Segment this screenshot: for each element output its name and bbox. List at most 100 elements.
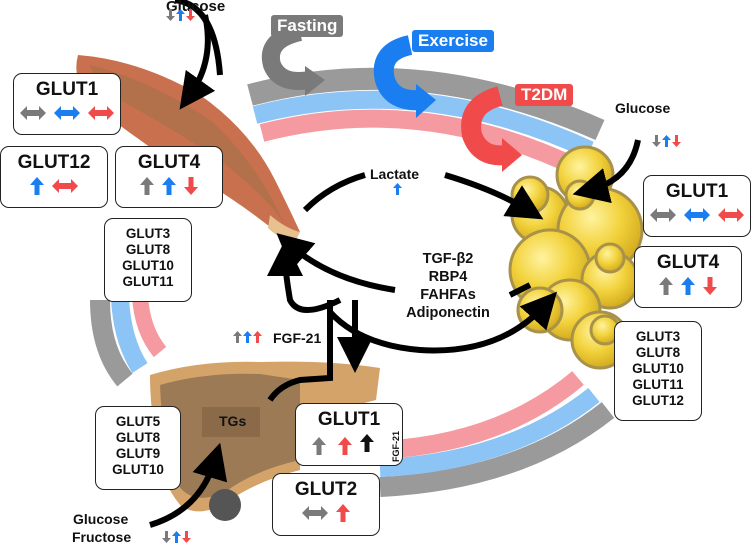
transporter-name: GLUT4 (137, 152, 201, 173)
arrow-down-icon (184, 177, 198, 195)
transporter-name: GLUT12 (17, 152, 91, 173)
arrow-up-icon (172, 531, 181, 543)
arrow-down-icon (162, 531, 171, 543)
liver-other-gluts-box: GLUT5 GLUT8 GLUT9 GLUT10 (95, 406, 181, 490)
exercise-arrow-icon (373, 35, 436, 118)
tg-label: TGs (219, 413, 247, 429)
lactate-change (393, 182, 402, 200)
change-indicators (296, 434, 402, 457)
arrow-up-icon (360, 434, 374, 452)
adipokine-item: FAHFAs (420, 287, 476, 303)
muscle-glut1-box: GLUT1 (13, 73, 121, 135)
transporter-item: GLUT10 (112, 462, 164, 477)
liver-input-changes (162, 531, 191, 543)
arrow-bidirectional-icon (684, 208, 710, 222)
arrow-up-icon (243, 331, 252, 343)
muscle-other-gluts-box: GLUT3 GLUT8 GLUT10 GLUT11 (104, 218, 192, 302)
arrow-up-icon (681, 277, 695, 295)
condition-t2dm-label: T2DM (515, 84, 574, 106)
arrow-up-icon (140, 177, 154, 195)
transporter-name: GLUT2 (294, 479, 358, 500)
muscle-glut4-box: GLUT4 (115, 146, 223, 208)
fgf21-side-label: FGF-21 (391, 430, 401, 462)
transporter-name: GLUT1 (35, 79, 99, 100)
liver-glucose-label: Glucose (73, 511, 129, 527)
adipose-glut4-box: GLUT4 (634, 246, 742, 308)
adipokine-item: Adiponectin (406, 305, 490, 321)
liver-glut1-box: GLUT1 FGF-21 (295, 403, 403, 466)
arrow-up-icon (338, 436, 352, 455)
adipokine-arrow-tail (508, 282, 532, 298)
muscle-glut12-box: GLUT12 (0, 146, 108, 208)
arrow-down-icon (652, 135, 661, 147)
arrow-up-icon (233, 331, 242, 343)
adipokine-arrow (276, 233, 396, 293)
change-indicators (14, 104, 120, 122)
transporter-item: GLUT10 (632, 361, 684, 376)
arrow-up-icon (30, 177, 44, 195)
condition-changes (312, 436, 352, 455)
arrow-bidirectional-icon (52, 179, 78, 193)
lactate-arrow-right (444, 172, 544, 220)
fasting-arrow-icon (261, 23, 325, 96)
arrow-up-icon (393, 183, 402, 195)
arrow-up-icon (253, 331, 262, 343)
change-indicators (273, 504, 379, 522)
arrow-bidirectional-icon (718, 208, 744, 222)
arrow-down-icon (166, 9, 175, 21)
transporter-item: GLUT5 (115, 414, 161, 429)
adipokine-item: TGF-β2 (422, 251, 474, 267)
condition-fasting-label: Fasting (271, 15, 344, 37)
arrow-bidirectional-icon (650, 208, 676, 222)
flow-arrows (149, 0, 641, 528)
tg-export-arrow (267, 300, 333, 402)
transporter-name: GLUT4 (656, 252, 720, 273)
adipokine-list: TGF-β2 RBP4 FAHFAs Adiponectin (398, 250, 498, 322)
transporter-name: GLUT1 (317, 409, 381, 430)
arrow-down-icon (182, 531, 191, 543)
lactate-arrow-left (302, 172, 366, 213)
transporter-item: GLUT12 (632, 393, 684, 408)
transporter-item: GLUT10 (122, 258, 174, 273)
arrow-down-icon (672, 135, 681, 147)
change-indicators (635, 277, 741, 295)
adipose-other-gluts-box: GLUT3 GLUT8 GLUT10 GLUT11 GLUT12 (614, 321, 702, 421)
arrow-up-icon (176, 9, 185, 21)
adipokine-item: RBP4 (428, 269, 468, 285)
transporter-item: GLUT8 (635, 345, 681, 360)
liver-fructose-label: Fructose (72, 529, 132, 545)
liver-input-arrow (149, 442, 228, 528)
adipose-glut1-box: GLUT1 (643, 175, 751, 237)
liver-glut2-box: GLUT2 (272, 473, 380, 536)
lactate-label: Lactate (370, 166, 420, 182)
arrow-bidirectional-icon (88, 106, 114, 120)
adipose-glucose-changes (652, 135, 681, 147)
change-indicators (1, 177, 107, 195)
liver-to-muscle-arrow (267, 240, 342, 313)
transporter-name: GLUT1 (665, 181, 729, 202)
arrow-down-icon (703, 277, 717, 295)
transporter-item: GLUT11 (632, 377, 684, 392)
adipose-glucose-label: Glucose (615, 100, 671, 116)
transporter-item: GLUT9 (115, 446, 161, 461)
condition-exercise-label: Exercise (412, 30, 494, 52)
arrow-bidirectional-icon (20, 106, 46, 120)
transporter-item: GLUT8 (115, 430, 161, 445)
transporter-item: GLUT3 (635, 329, 681, 344)
transporter-item: GLUT3 (125, 226, 171, 241)
condition-bands-bottom (379, 371, 615, 497)
muscle-glucose-changes (166, 9, 195, 21)
fgf21-effect-arrow (360, 434, 374, 457)
condition-bands-left (90, 295, 167, 387)
fgf21-changes (233, 331, 262, 343)
arrow-up-icon (659, 277, 673, 295)
arrow-up-icon (312, 436, 326, 455)
adipose-tissue-illustration (508, 145, 644, 370)
arrow-bidirectional-icon (302, 506, 328, 520)
change-indicators (644, 206, 750, 224)
transporter-item: GLUT11 (122, 274, 174, 289)
adipose-glucose-arrow (572, 139, 641, 204)
arrow-down-icon (186, 9, 195, 21)
transporter-item: GLUT8 (125, 242, 171, 257)
